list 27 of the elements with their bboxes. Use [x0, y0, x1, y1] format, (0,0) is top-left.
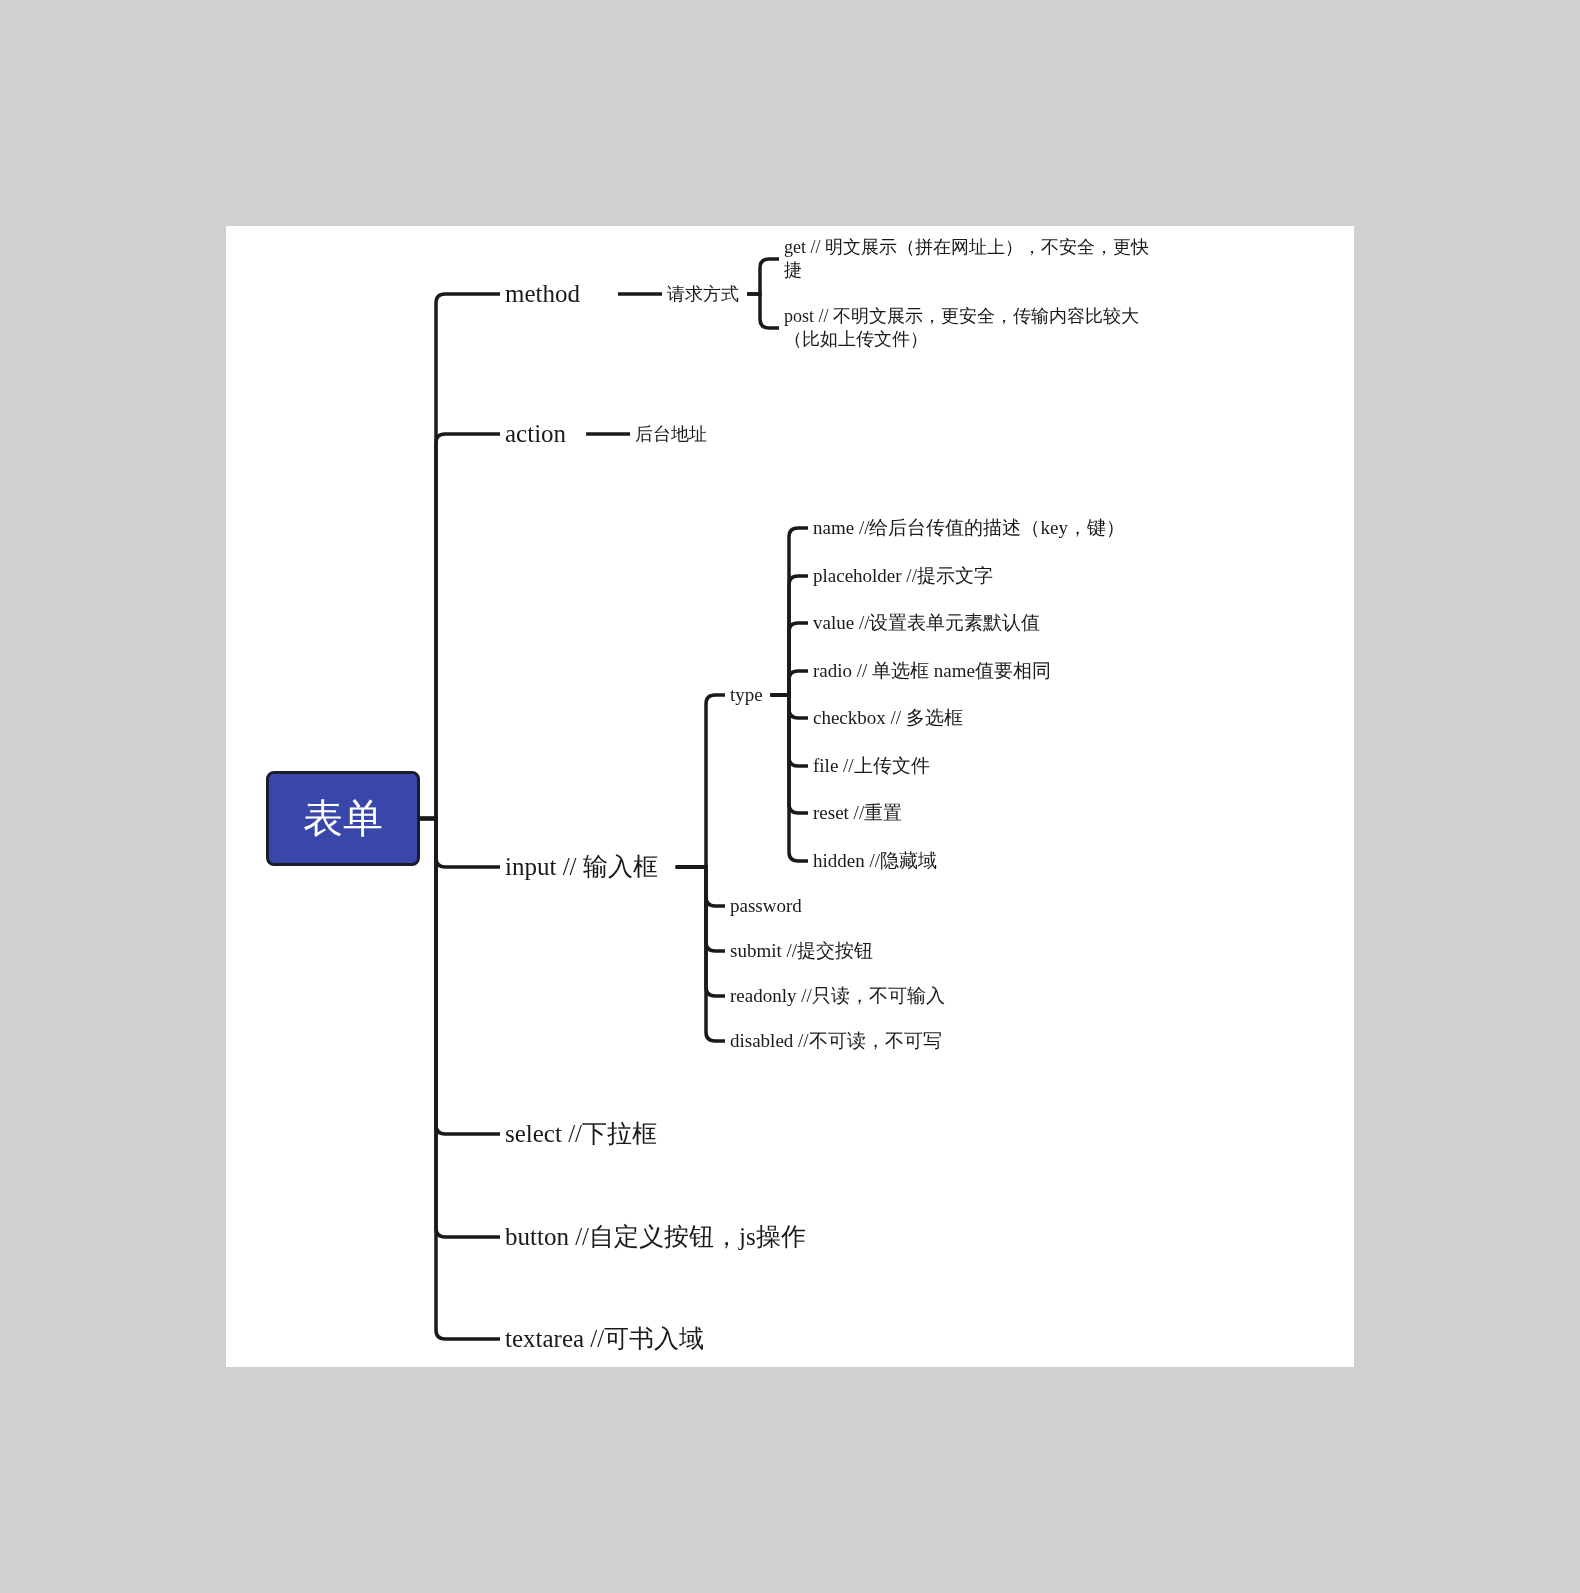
topic-label: type	[730, 682, 763, 708]
connector-line	[420, 816, 500, 1341]
topic-label: radio // 单选框 name值要相同	[813, 658, 1051, 684]
topic-label: readonly //只读，不可输入	[730, 983, 945, 1009]
topic-label: submit //提交按钮	[730, 938, 874, 964]
topic-label: reset //重置	[813, 800, 903, 826]
connector-line	[586, 432, 630, 436]
topic-label: 后台地址	[635, 422, 707, 446]
topic-label: disabled //不可读，不可写	[730, 1028, 942, 1054]
topic-label: button //自定义按钮，js操作	[505, 1220, 806, 1254]
topic-label: placeholder //提示文字	[813, 563, 993, 589]
topic-label: input // 输入框	[505, 850, 658, 884]
topic-label: select //下拉框	[505, 1117, 658, 1151]
topic-label: get // 明文展示（拼在网址上），不安全，更快捷	[784, 235, 1164, 283]
topic-label: method	[505, 277, 580, 311]
topic-label: textarea //可书入域	[505, 1322, 705, 1356]
connector-line	[618, 292, 662, 296]
topic-label: 请求方式	[667, 282, 739, 306]
topic-label: value //设置表单元素默认值	[813, 610, 1041, 636]
topic-label: hidden //隐藏域	[813, 848, 938, 874]
topic-label: post // 不明文展示，更安全，传输内容比较大（比如上传文件）	[784, 304, 1149, 352]
topic-label: action	[505, 417, 567, 451]
topic-box: 表单	[266, 771, 420, 866]
topic-label: checkbox // 多选框	[813, 705, 963, 731]
topic-label: name //给后台传值的描述（key，键）	[813, 515, 1125, 541]
topic-label: file //上传文件	[813, 753, 930, 779]
topic-label: password	[730, 893, 802, 919]
